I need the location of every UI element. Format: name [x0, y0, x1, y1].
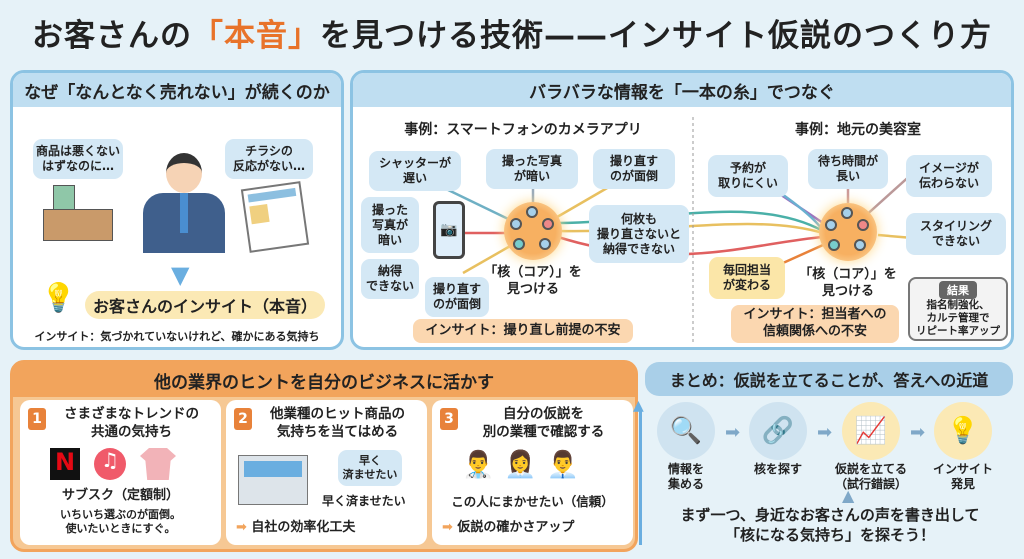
step-label: インサイト 発見: [932, 462, 993, 491]
call-to-action: まず一つ、身近なお客さんの声を書き出して 「核になる気持ち」を探そう！: [680, 506, 980, 545]
case1-node: 納得 できない: [361, 259, 419, 299]
case1-node: 撮った 写真が 暗い: [361, 197, 419, 253]
card-caption: この人にまかせたい（信頼）: [451, 494, 614, 509]
lightbulb-icon: 💡: [934, 402, 992, 460]
why-panel: なぜ「なんとなく売れない」が続くのか 商品は悪くない はずなのに… チラシの 反…: [10, 70, 344, 350]
card-title: 他業種のヒット商品の 気持ちを当てはめる: [270, 406, 405, 440]
case2-core-label: 「核（コア）」を 見つける: [799, 267, 897, 299]
connect-header: バラバラな情報を「一本の糸」でつなぐ: [353, 73, 1011, 107]
insight-label: お客さんのインサイト（本音）: [85, 291, 325, 319]
title-highlight: 「本音」: [192, 18, 320, 54]
insight-definition: インサイト：気づかれていないけれど、確かにある気持ち: [34, 330, 320, 343]
step-number: 3: [440, 408, 458, 430]
case1-node: 何枚も 撮り直さないと 納得できない: [589, 205, 689, 263]
hint-card-3: 3 自分の仮説を 別の業種で確認する 👨‍⚕️👩‍💼👨‍💼 この人にまかせたい（…: [432, 400, 633, 545]
flyer-icon: [240, 181, 310, 253]
case2-node: イメージが 伝わらない: [906, 155, 992, 197]
case1-node: シャッターが 遅い: [369, 151, 461, 191]
growth-chart-icon: 📈: [842, 402, 900, 460]
down-arrow-icon: ▼: [171, 261, 190, 289]
card-result: ➡ 仮説の確かさアップ: [442, 520, 574, 537]
case1-node: 撮り直す のが面倒: [593, 149, 675, 189]
connect-panel: バラバラな情報を「一本の糸」でつなぐ 事例：スマートフォンのカメラアプリ シャッ…: [350, 70, 1014, 350]
music-icon: ♫: [94, 448, 126, 480]
arrow-right-icon: ➡: [236, 520, 252, 535]
hint-card-1: 1 さまざまなトレンドの 共通の気持ち N ♫ サブスク（定額制） いちいち選ぶ…: [20, 400, 221, 545]
result-box: 結果 指名制強化、 カルテ管理で リピート率アップ: [908, 277, 1008, 341]
tshirt-icon: [140, 448, 176, 480]
title-post: を見つける技術——インサイト仮説のつくり方: [320, 18, 992, 54]
card-caption: 早く済ませたい: [322, 494, 406, 508]
up-arrow-line: [639, 410, 642, 545]
arrow-right-icon: ➡: [442, 520, 458, 535]
step-arrow-icon: ➡: [725, 422, 741, 443]
step-arrow-icon: ➡: [817, 422, 833, 443]
why-header: なぜ「なんとなく売れない」が続くのか: [13, 73, 341, 107]
streaming-logo-icon: N: [50, 448, 80, 480]
document-search-icon: 🔍: [657, 402, 715, 460]
page-title: お客さんの「本音」を見つける技術——インサイト仮説のつくり方: [0, 10, 1024, 55]
hints-header: 他の業界のヒントを自分のビジネスに活かす: [13, 363, 635, 397]
up-arrow-icon: ▲: [633, 398, 644, 414]
card-caption: サブスク（定額制）: [61, 488, 179, 503]
speech-bubble-flyer: チラシの 反応がない…: [225, 139, 313, 179]
case2-node: 予約が 取りにくい: [708, 155, 788, 197]
step-label: 核を探す: [753, 462, 802, 476]
step-number: 1: [28, 408, 46, 430]
card-result-text: 自社の効率化工夫: [251, 520, 356, 535]
people-icons: 👨‍⚕️👩‍💼👨‍💼: [462, 450, 590, 480]
speech-bubble-product: 商品は悪くない はずなのに…: [33, 139, 123, 179]
case1-title: 事例：スマートフォンのカメラアプリ: [404, 122, 642, 138]
lightbulb-key-icon: 💡: [41, 281, 76, 314]
case2-node: 待ち時間が 長い: [808, 149, 888, 189]
core-network-icon: 🔗: [749, 402, 807, 460]
card-title: 自分の仮説を 別の業種で確認する: [482, 406, 605, 440]
case1-insight: インサイト：撮り直し前提の不安: [413, 319, 633, 343]
hint-card-2: 2 他業種のヒット商品の 気持ちを当てはめる 早く 済ませたい 早く済ませたい …: [226, 400, 427, 545]
title-pre: お客さんの: [32, 18, 192, 54]
card-bubble: 早く 済ませたい: [338, 450, 402, 486]
summary-header: まとめ：仮説を立てることが、答えへの近道: [645, 362, 1013, 396]
step-number: 2: [234, 408, 252, 430]
case2-insight: インサイト：担当者への 信頼関係への不安: [731, 305, 899, 343]
boxes-icon: [43, 185, 113, 241]
step-label: 仮説を立てる （試行錯誤）: [834, 462, 907, 491]
step-arrow-icon: ➡: [910, 422, 926, 443]
result-text: 指名制強化、 カルテ管理で リピート率アップ: [916, 299, 1000, 338]
self-checkout-icon: [238, 455, 308, 505]
case1-core-label: 「核（コア）」を 見つける: [484, 265, 582, 297]
result-label: 結果: [939, 281, 977, 299]
card-title: さまざまなトレンドの 共通の気持ち: [64, 406, 199, 440]
case2-node: スタイリング できない: [906, 213, 1006, 255]
core-icon: [819, 203, 877, 261]
core-icon: [504, 202, 562, 260]
step-label: 情報を 集める: [667, 462, 704, 491]
up-arrow-small-icon: ▲: [842, 486, 855, 505]
smartphone-camera-icon: 📷: [433, 201, 465, 259]
case2-title: 事例：地元の美容室: [795, 122, 921, 138]
card-text: いちいち選ぶのが面倒。 使いたいときにすぐ。: [60, 508, 181, 536]
card-result-text: 仮説の確かさアップ: [457, 520, 575, 535]
worried-businessman-icon: [138, 148, 228, 258]
case1-node: 撮った写真 が暗い: [486, 149, 578, 189]
case1-node: 撮り直す のが面倒: [425, 277, 489, 317]
card-result: ➡ 自社の効率化工夫: [236, 520, 355, 537]
case2-node-highlight: 毎回担当 が変わる: [709, 257, 785, 299]
